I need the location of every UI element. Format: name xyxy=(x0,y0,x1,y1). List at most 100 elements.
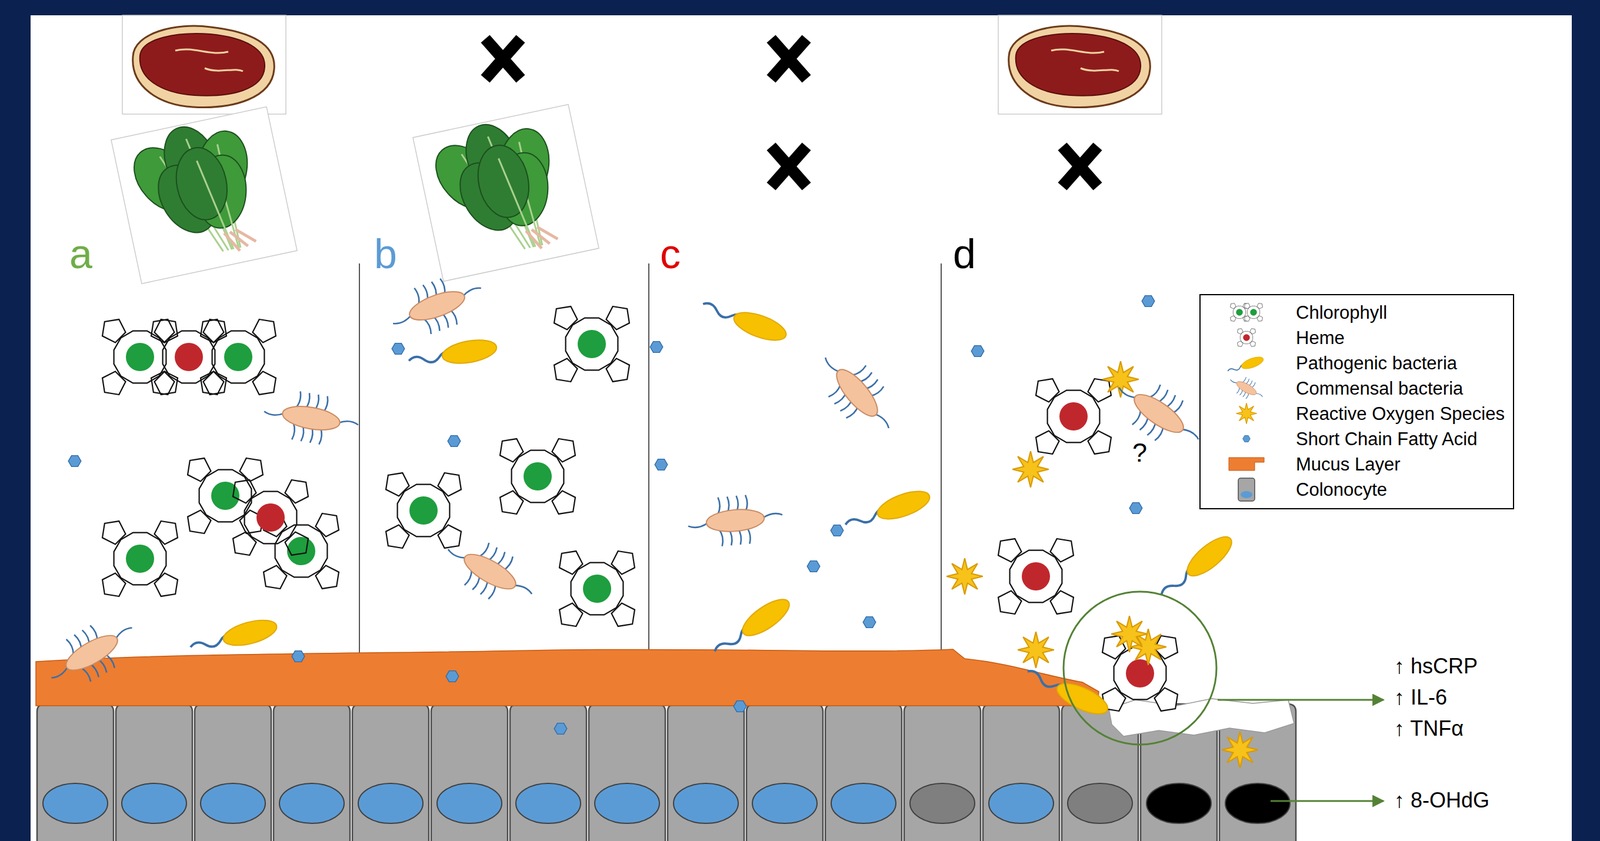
panel-divider xyxy=(648,263,650,655)
pathogenic-bacterium xyxy=(1226,354,1265,376)
legend-row: Chlorophyll xyxy=(1205,300,1505,326)
commensal-bacterium xyxy=(1105,366,1212,462)
scfa-hexagon xyxy=(445,671,459,683)
pathogenic-bacterium xyxy=(407,336,499,373)
marker-label: ↑ hsCRP xyxy=(1394,654,1478,679)
nucleus xyxy=(831,783,896,824)
pathogenic-bacterium xyxy=(188,615,280,659)
legend-row: Commensal bacteria xyxy=(1205,375,1505,402)
absent-mark xyxy=(1062,146,1098,187)
legend-text: Short Chain Fatty Acid xyxy=(1295,428,1478,450)
effect-arrow xyxy=(1270,800,1384,803)
heme-molecule xyxy=(145,314,232,400)
scfa-hexagon xyxy=(650,341,663,353)
nucleus xyxy=(437,783,502,824)
mucus-layer xyxy=(35,649,1099,706)
colonocyte xyxy=(431,704,508,841)
commensal-bacterium xyxy=(260,385,362,451)
colonocyte xyxy=(667,704,745,841)
legend-box: ChlorophyllHemePathogenic bacteriaCommen… xyxy=(1199,294,1515,510)
nucleus xyxy=(594,783,660,824)
scfa-hexagon xyxy=(554,723,568,735)
commensal-bacterium xyxy=(436,527,543,618)
heme-molecule xyxy=(227,474,314,561)
mucus-sample xyxy=(1228,457,1265,471)
colonocyte xyxy=(352,704,429,841)
commensal-bacterium xyxy=(807,341,906,446)
commensal-bacterium xyxy=(1225,375,1268,402)
scfa-hexagon xyxy=(447,435,461,448)
scfa-hexagon xyxy=(807,561,820,573)
scfa-hexagon xyxy=(830,525,844,537)
commensal-bacterium xyxy=(38,608,145,699)
scfa-hexagon xyxy=(862,617,876,629)
nucleus xyxy=(1146,783,1212,824)
absent-mark xyxy=(485,38,521,79)
scfa-hexagon xyxy=(68,455,82,468)
legend-icon xyxy=(1205,325,1288,351)
nucleus xyxy=(515,783,581,824)
ros-star xyxy=(1235,402,1257,424)
pathogenic-bacterium xyxy=(709,592,795,662)
absent-mark xyxy=(771,146,807,187)
colonocyte xyxy=(37,704,114,841)
colonocyte xyxy=(746,704,823,841)
ros-star xyxy=(1221,731,1259,769)
legend-text: Chlorophyll xyxy=(1295,302,1388,324)
marker-label: ↑ IL-6 xyxy=(1394,685,1448,710)
meat-picture xyxy=(122,15,286,115)
nucleus xyxy=(752,783,818,824)
nucleus xyxy=(42,783,108,824)
legend-text: Pathogenic bacteria xyxy=(1295,352,1458,375)
panel-letter: b xyxy=(374,230,398,279)
chlorophyll-molecule xyxy=(97,314,183,400)
colonocyte xyxy=(273,704,350,841)
nucleus xyxy=(200,783,266,824)
chlorophyll-molecule xyxy=(380,467,467,554)
nucleus xyxy=(358,783,423,824)
panel xyxy=(30,15,1572,841)
effect-arrow xyxy=(1217,699,1384,702)
commensal-bacterium xyxy=(685,492,785,550)
nucleus xyxy=(1067,783,1133,824)
legend-text: Mucus Layer xyxy=(1295,454,1400,476)
legend-row: Mucus Layer xyxy=(1205,451,1505,478)
panel-letter: a xyxy=(69,230,93,279)
pathogenic-bacterium xyxy=(698,295,790,346)
pathogenic-bacterium xyxy=(842,485,933,537)
legend-icon xyxy=(1205,401,1288,427)
panel-letter: c xyxy=(660,230,681,279)
nucleus xyxy=(988,783,1054,824)
legend-text: Colonocyte xyxy=(1295,479,1388,501)
legend-icon xyxy=(1205,426,1288,452)
colonocyte xyxy=(904,704,981,841)
scfa-hexagon xyxy=(1129,502,1143,515)
chlorophyll-molecule xyxy=(494,433,581,520)
colonocyte xyxy=(588,704,666,841)
legend-icon xyxy=(1205,451,1288,478)
ros-star xyxy=(1012,451,1049,488)
legend-icon xyxy=(1205,375,1288,402)
chlorophyll-molecule xyxy=(97,515,183,602)
colonocyte-sample xyxy=(1238,478,1255,502)
panel-divider xyxy=(940,263,942,655)
legend-text: Commensal bacteria xyxy=(1295,378,1463,400)
scfa-hexagon xyxy=(733,701,747,713)
colonocyte xyxy=(510,704,587,841)
nucleus-sample xyxy=(1240,491,1253,499)
chlorophyll-molecule xyxy=(1242,301,1264,323)
legend-icon xyxy=(1205,350,1288,376)
heme-molecule xyxy=(1235,327,1257,348)
scfa-hexagon xyxy=(1242,435,1251,443)
legend-text: Reactive Oxygen Species xyxy=(1295,403,1505,425)
ros-star xyxy=(946,558,983,595)
colonocyte xyxy=(194,704,272,841)
legend-row: Colonocyte xyxy=(1205,477,1505,503)
panel-divider xyxy=(358,263,360,655)
marker-label: ↑ TNFα xyxy=(1394,716,1464,741)
legend-row: Heme xyxy=(1205,325,1505,351)
legend-row: Reactive Oxygen Species xyxy=(1205,401,1505,427)
ros-star xyxy=(1111,615,1148,653)
colonocyte xyxy=(982,704,1060,841)
nucleus xyxy=(279,783,345,824)
